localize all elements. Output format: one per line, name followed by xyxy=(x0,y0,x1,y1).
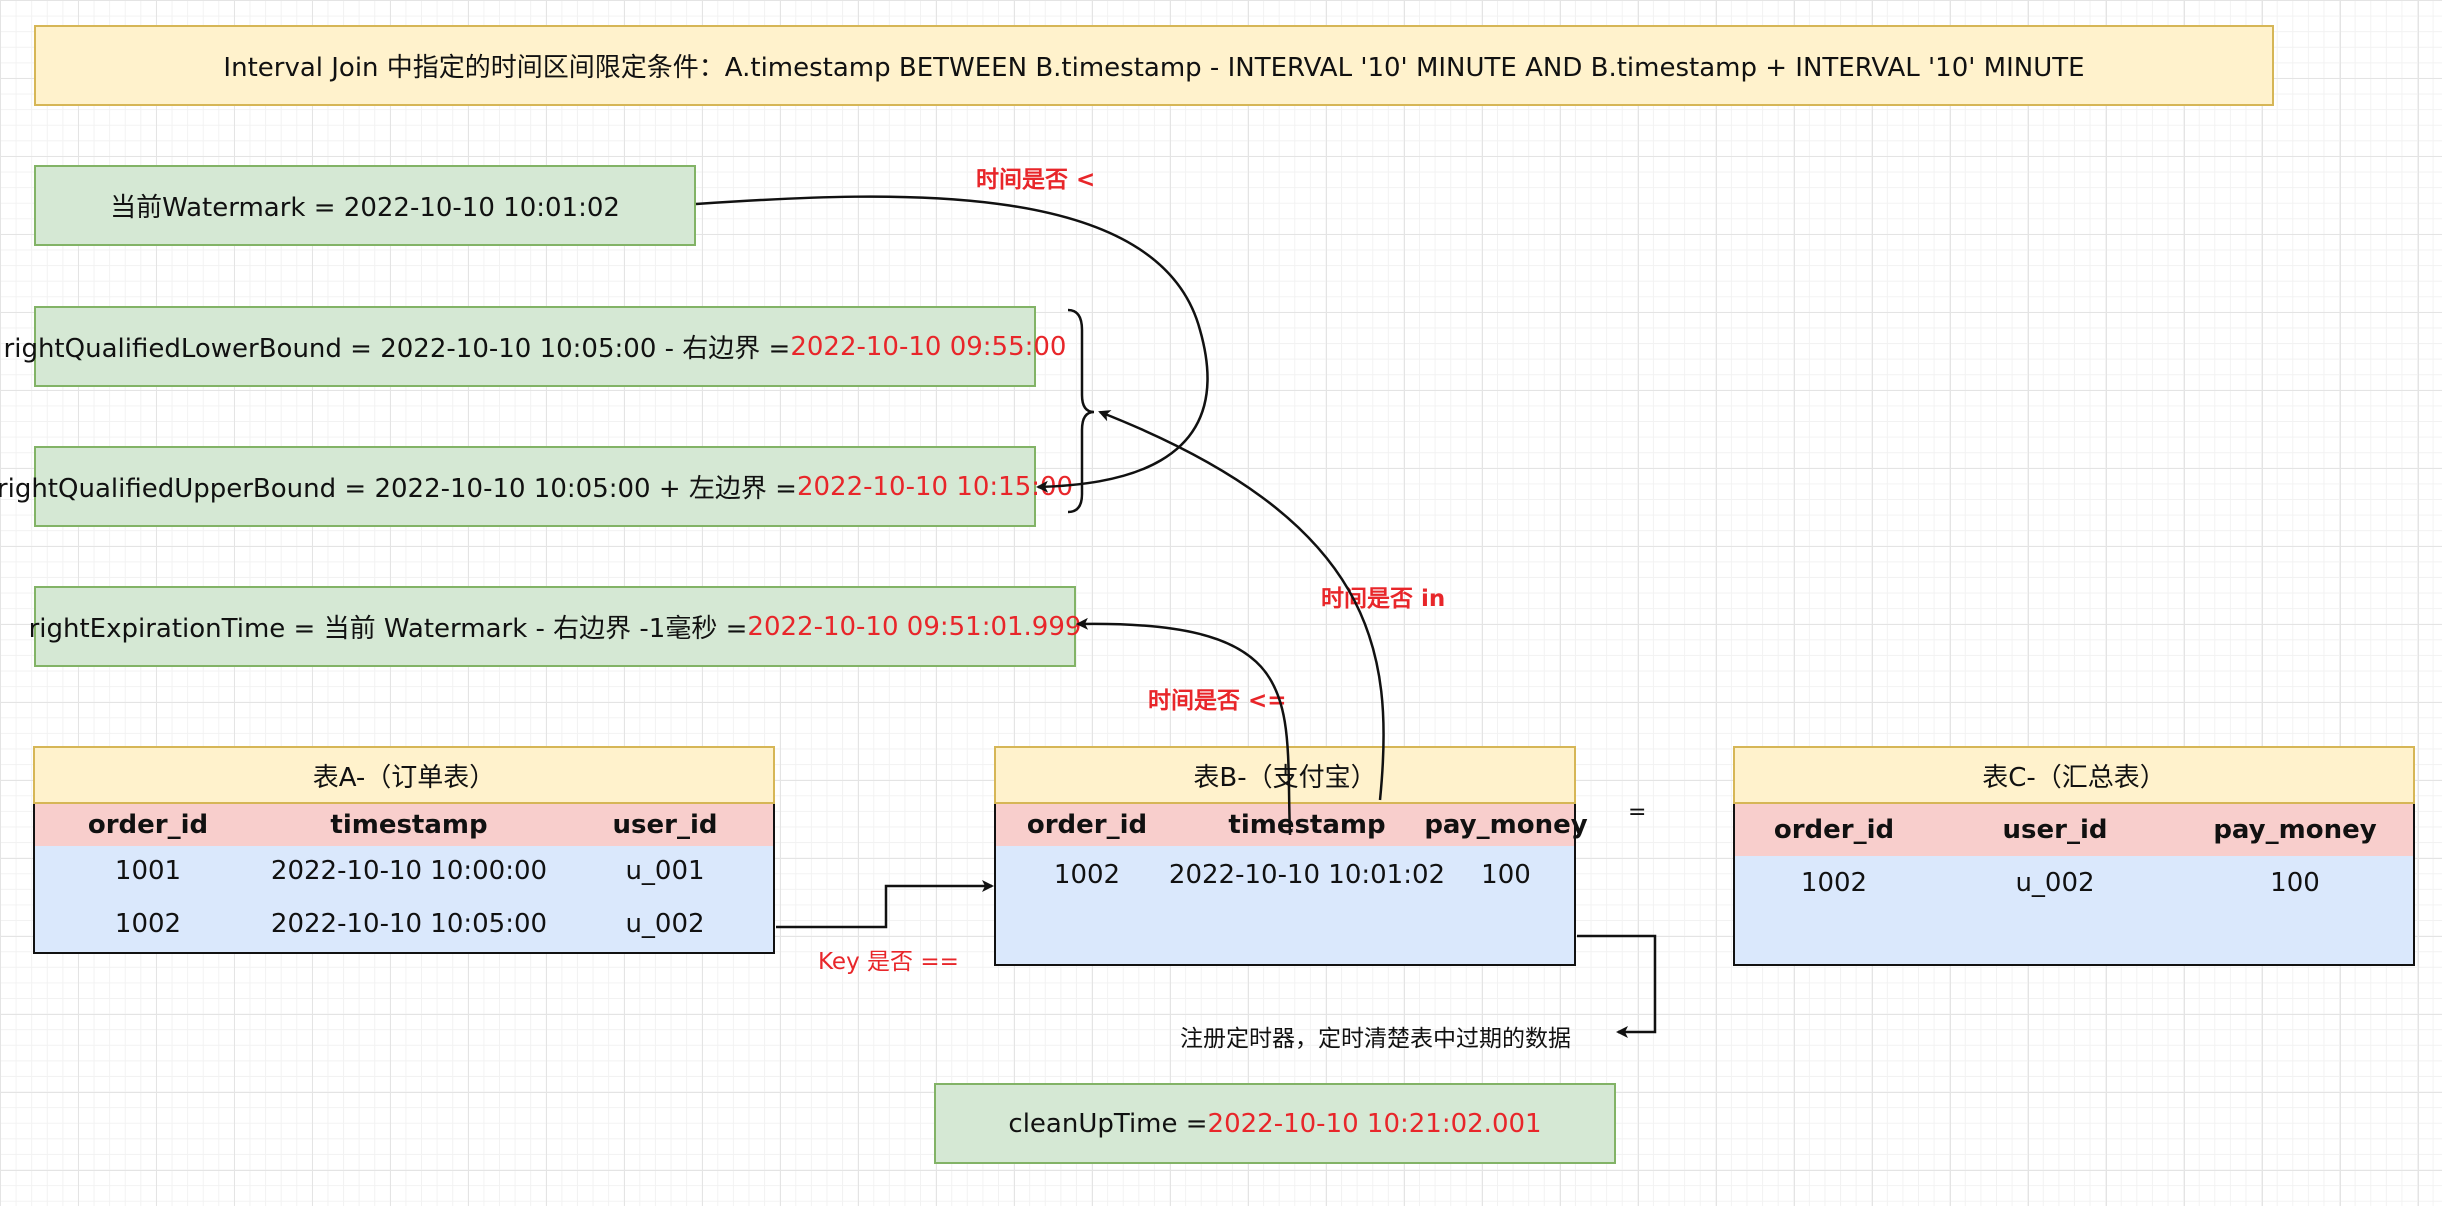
table-c-col-user-id: user_id xyxy=(2002,815,2108,845)
table-a-r2-order-id: 1002 xyxy=(114,909,182,939)
watermark-text: 当前Watermark = 2022-10-10 10:01:02 xyxy=(110,193,620,223)
table-c: 表C-（汇总表） order_id user_id pay_money 1002… xyxy=(1733,746,2415,966)
table-a-r1-user-id: u_001 xyxy=(625,856,705,886)
table-c-header: order_id user_id pay_money xyxy=(1733,804,2415,856)
label-time-lt: 时间是否 < xyxy=(976,167,1096,193)
cleanup-box: cleanUpTime = 2022-10-10 10:21:02.001 xyxy=(934,1083,1616,1164)
table-a: 表A-（订单表） order_id timestamp user_id 1001… xyxy=(33,746,775,954)
lower-bound-box: rightQualifiedLowerBound = 2022-10-10 10… xyxy=(4,306,1066,387)
table-a-header: order_id timestamp user_id xyxy=(33,804,775,846)
cleanup-prefix: cleanUpTime = xyxy=(1008,1108,1208,1139)
label-equals: = xyxy=(1628,800,1647,825)
cleanup-value: 2022-10-10 10:21:02.001 xyxy=(1207,1108,1542,1139)
table-b-r1-pay-money: 100 xyxy=(1481,860,1531,890)
upper-bound-box: rightQualifiedUpperBound = 2022-10-10 10… xyxy=(0,446,1073,527)
table-c-r1-order-id: 1002 xyxy=(1800,868,1868,898)
lower-bound-prefix: rightQualifiedLowerBound = 2022-10-10 10… xyxy=(3,334,791,364)
table-c-col-pay-money: pay_money xyxy=(2213,815,2377,845)
table-b-col-pay-money: pay_money xyxy=(1424,810,1588,840)
table-b-r1-order-id: 1002 xyxy=(1053,860,1121,890)
table-a-r1-order-id: 1001 xyxy=(114,856,182,886)
label-time-le: 时间是否 <= xyxy=(1148,688,1287,714)
watermark-box: 当前Watermark = 2022-10-10 10:01:02 xyxy=(34,165,696,246)
interval-condition-box: Interval Join 中指定的时间区间限定条件：A.timestamp B… xyxy=(34,25,2274,106)
upper-bound-prefix: rightQualifiedUpperBound = 2022-10-10 10… xyxy=(0,474,797,504)
table-a-r2-timestamp: 2022-10-10 10:05:00 xyxy=(270,909,548,939)
table-c-r1-pay-money: 100 xyxy=(2270,868,2320,898)
table-a-r1-timestamp: 2022-10-10 10:00:00 xyxy=(270,856,548,886)
table-c-body: 1002 u_002 100 xyxy=(1733,856,2415,966)
table-b-header: order_id timestamp pay_money xyxy=(994,804,1588,846)
expiration-prefix: rightExpirationTime = 当前 Watermark - 右边界… xyxy=(28,614,748,644)
table-b-to-timer-arrow xyxy=(1577,934,1657,1038)
label-time-in: 时间是否 in xyxy=(1321,586,1446,612)
table-c-r1-user-id: u_002 xyxy=(2015,868,2095,898)
table-a-title: 表A-（订单表） xyxy=(33,746,775,804)
table-c-title: 表C-（汇总表） xyxy=(1733,746,2415,804)
table-b: 表B-（支付宝） order_id timestamp pay_money 10… xyxy=(994,746,1588,966)
table-b-col-order-id: order_id xyxy=(1026,810,1148,840)
table-b-r1-timestamp: 2022-10-10 10:01:02 xyxy=(1168,860,1446,890)
interval-condition-text: Interval Join 中指定的时间区间限定条件：A.timestamp B… xyxy=(223,53,2085,83)
table-a-col-user-id: user_id xyxy=(612,810,718,840)
label-key-eq: Key 是否 == xyxy=(818,949,959,975)
expiration-value: 2022-10-10 09:51:01.999 xyxy=(747,611,1082,642)
table-a-col-timestamp: timestamp xyxy=(330,810,488,840)
expiration-box: rightExpirationTime = 当前 Watermark - 右边界… xyxy=(29,586,1081,667)
label-timer-note: 注册定时器，定时清楚表中过期的数据 xyxy=(1180,1026,1571,1052)
table-b-col-timestamp: timestamp xyxy=(1228,810,1386,840)
upper-bound-value: 2022-10-10 10:15:00 xyxy=(796,471,1074,502)
table-b-title: 表B-（支付宝） xyxy=(994,746,1576,804)
table-a-r2-user-id: u_002 xyxy=(625,909,705,939)
table-a-to-table-b-arrow xyxy=(776,880,994,929)
table-c-col-order-id: order_id xyxy=(1773,815,1895,845)
table-a-col-order-id: order_id xyxy=(87,810,209,840)
table-a-body: 1001 2022-10-10 10:00:00 u_001 1002 2022… xyxy=(33,846,775,954)
lower-bound-value: 2022-10-10 09:55:00 xyxy=(790,331,1067,362)
table-b-body: 1002 2022-10-10 10:01:02 100 xyxy=(994,846,1576,966)
